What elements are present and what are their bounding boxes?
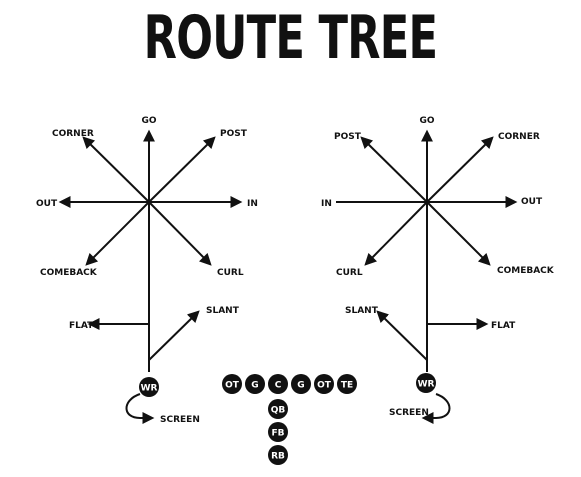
- right-corner-route: [426, 136, 494, 203]
- right-wr-player: WR: [416, 373, 436, 393]
- formation-ot-left-circle: [222, 374, 242, 394]
- right-label-in: IN: [321, 199, 332, 209]
- formation-qb-circle: [268, 399, 288, 419]
- right-label-post: POST: [334, 132, 362, 142]
- offensive-formation: OT G C G OT TE QB FB RB: [222, 374, 357, 465]
- right-route-labels: GO POST CORNER IN OUT CURL COMEBACK SLAN…: [321, 116, 555, 418]
- formation-g-right-label: G: [297, 381, 304, 391]
- right-curl-route: [364, 201, 428, 266]
- left-label-slant: SLANT: [206, 306, 240, 316]
- formation-te-circle: [337, 374, 357, 394]
- right-label-out: OUT: [521, 197, 543, 207]
- left-curl-route: [148, 201, 212, 266]
- right-comeback-route: [426, 201, 491, 266]
- right-screen-route: [421, 393, 451, 424]
- left-label-post: POST: [220, 129, 248, 139]
- formation-c-label: C: [275, 381, 282, 391]
- left-label-flat: FLAT: [69, 321, 94, 331]
- formation-ot-right-circle: [314, 374, 334, 394]
- formation-g-left-label: G: [251, 381, 258, 391]
- right-wr-circle: [416, 373, 436, 393]
- right-label-flat: FLAT: [491, 321, 516, 331]
- left-label-curl: CURL: [217, 268, 244, 278]
- left-route-tree: [58, 129, 243, 424]
- formation-g-right-circle: [291, 374, 311, 394]
- right-label-comeback: COMEBACK: [497, 266, 555, 276]
- formation-rb-circle: [268, 445, 288, 465]
- formation-ot-right-label: OT: [317, 381, 332, 391]
- left-slant-route: [148, 310, 200, 361]
- diagram-title: ROUTE TREE: [143, 3, 438, 73]
- right-label-slant: SLANT: [345, 306, 379, 316]
- right-label-curl: CURL: [336, 268, 363, 278]
- backfield: QB FB RB: [268, 399, 288, 465]
- formation-c-circle: [268, 374, 288, 394]
- left-label-in: IN: [247, 199, 258, 209]
- left-label-out: OUT: [36, 199, 58, 209]
- left-label-comeback: COMEBACK: [40, 268, 98, 278]
- left-post-route: [148, 136, 216, 203]
- formation-te-label: TE: [341, 381, 353, 391]
- left-route-labels: GO CORNER POST OUT IN COMEBACK CURL FLAT…: [36, 116, 258, 425]
- left-wr-player: WR: [139, 377, 159, 397]
- formation-fb-circle: [268, 422, 288, 442]
- formation-g-left-circle: [245, 374, 265, 394]
- offensive-line: OT G C G OT TE: [222, 374, 357, 394]
- right-route-tree: [336, 129, 518, 424]
- left-label-corner: CORNER: [52, 129, 94, 139]
- left-label-screen: SCREEN: [160, 415, 200, 425]
- right-post-route: [360, 136, 428, 203]
- left-screen-route: [125, 393, 155, 424]
- left-corner-route: [82, 136, 150, 203]
- left-wr-label: WR: [141, 384, 158, 394]
- left-comeback-route: [85, 201, 150, 266]
- left-label-go: GO: [141, 116, 156, 126]
- right-wr-label: WR: [418, 380, 435, 390]
- right-label-corner: CORNER: [498, 132, 540, 142]
- right-slant-route: [376, 310, 428, 361]
- right-label-screen: SCREEN: [389, 408, 429, 418]
- formation-ot-left-label: OT: [225, 381, 240, 391]
- formation-qb-label: QB: [271, 406, 286, 416]
- formation-fb-label: FB: [271, 429, 284, 439]
- right-label-go: GO: [419, 116, 434, 126]
- left-wr-circle: [139, 377, 159, 397]
- formation-rb-label: RB: [271, 452, 285, 462]
